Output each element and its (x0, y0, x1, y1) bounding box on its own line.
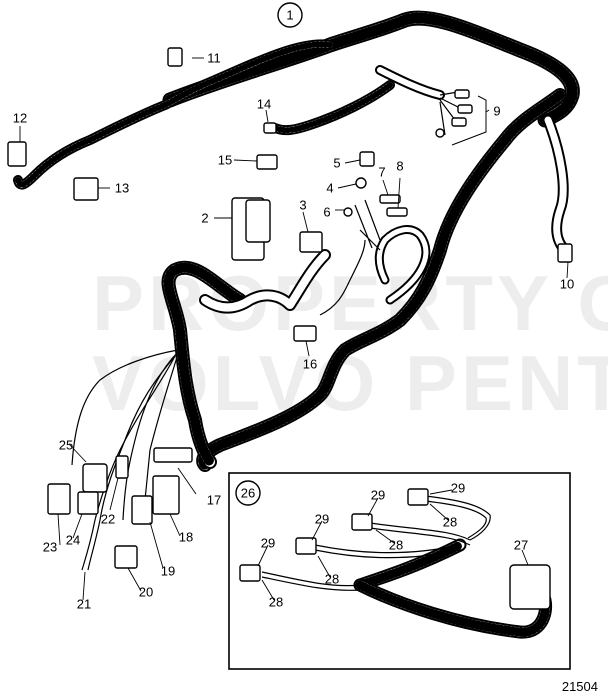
connector-8-body (386, 207, 408, 217)
connector-7-body (379, 194, 401, 204)
connector-13-body (73, 177, 99, 201)
callout-17: 17 (206, 492, 222, 508)
connector-17-body (153, 447, 193, 463)
connector-16-body (293, 325, 317, 342)
callout-18: 18 (178, 529, 194, 545)
connector-25-body (82, 463, 108, 493)
callout-4: 4 (326, 180, 334, 196)
callout-8: 8 (396, 158, 404, 174)
main-assembly-label: 1 (286, 7, 294, 23)
inset-harness (353, 538, 553, 639)
callout-29-b: 29 (314, 511, 330, 527)
connector-6-body (343, 207, 353, 217)
connector-4-body (355, 177, 367, 189)
callout-21: 21 (76, 596, 92, 612)
main-harness-tube (13, 10, 580, 472)
connector-24-body (77, 491, 99, 515)
callout-11: 11 (207, 50, 221, 66)
callout-13: 13 (114, 180, 130, 196)
connector-19-body (131, 495, 153, 525)
leader-lines (19, 57, 569, 601)
callout-28-c: 28 (388, 537, 404, 553)
callout-19: 19 (160, 563, 176, 579)
callout-28-b: 28 (324, 571, 340, 587)
callout-7: 7 (378, 164, 386, 180)
inset-connector-27-body (509, 564, 551, 610)
callout-10: 10 (559, 276, 575, 292)
callout-29-c: 29 (370, 487, 386, 503)
connector-5-body (359, 151, 375, 167)
callout-25: 25 (58, 437, 74, 453)
callout-9: 9 (493, 103, 501, 119)
callout-6: 6 (323, 204, 331, 220)
callout-12: 12 (12, 110, 28, 126)
callout-24: 24 (65, 532, 81, 548)
callout-2: 2 (201, 210, 209, 226)
connector-15-body (256, 154, 278, 170)
callout-5: 5 (333, 155, 341, 171)
figure-reference-number: 21504 (561, 679, 598, 694)
connector-14-body (263, 122, 277, 134)
connectors (7, 47, 573, 569)
thin-wires (71, 91, 461, 571)
callout-3: 3 (299, 197, 307, 213)
connector-10-body (557, 243, 573, 263)
inset-connectors (239, 488, 551, 610)
callout-29-d: 29 (450, 480, 466, 496)
callout-27: 27 (513, 537, 529, 553)
inset-circle (235, 480, 261, 506)
callout-20: 20 (138, 584, 154, 600)
connector-23-body (47, 483, 71, 515)
callout-16: 16 (302, 356, 318, 372)
callout-23: 23 (42, 539, 58, 555)
connector-20-body (114, 545, 138, 569)
callout-28-d: 28 (442, 514, 458, 530)
callout-22: 22 (100, 511, 116, 527)
connector-3-body (299, 231, 323, 253)
connector-12-body (7, 141, 27, 167)
callout-29-a: 29 (260, 535, 276, 551)
callout-14: 14 (256, 96, 272, 112)
connector-18-body (152, 475, 180, 515)
connector-11-body (167, 47, 183, 67)
callout-28-a: 28 (268, 594, 284, 610)
callout-15: 15 (217, 152, 233, 168)
inset-label: 26 (240, 485, 256, 501)
main-assembly-circle (277, 2, 303, 28)
connector-22-body (115, 455, 129, 479)
